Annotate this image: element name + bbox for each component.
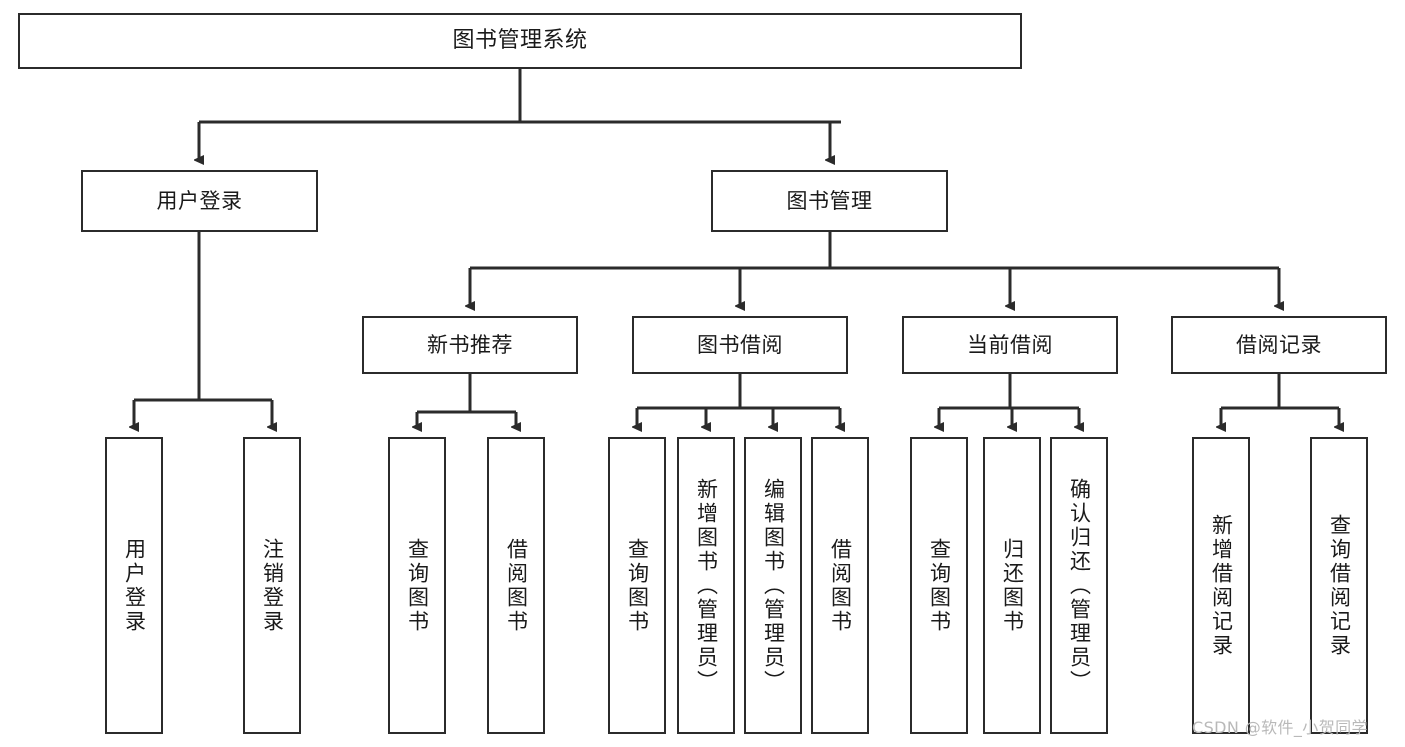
node-login[interactable]: 用户登录 <box>81 170 318 232</box>
node-label: 借阅图书 <box>828 537 853 634</box>
node-bookmgmt[interactable]: 图书管理 <box>711 170 948 232</box>
node-leaf-nb-borrow[interactable]: 借阅图书 <box>487 437 545 734</box>
node-label: 图书管理 <box>786 188 873 213</box>
node-records[interactable]: 借阅记录 <box>1171 316 1387 374</box>
node-root[interactable]: 图书管理系统 <box>18 13 1022 69</box>
node-leaf-cur-query[interactable]: 查询图书 <box>910 437 968 734</box>
node-leaf-cur-confirm[interactable]: 确认归还（管理员） <box>1050 437 1108 734</box>
node-label: 图书借阅 <box>697 332 783 357</box>
node-label: 用户登录 <box>156 188 243 213</box>
node-label: 当前借阅 <box>967 332 1053 357</box>
node-label: 归还图书 <box>1000 537 1025 634</box>
node-leaf-bw-add[interactable]: 新增图书（管理员） <box>677 437 735 734</box>
node-label: 借阅图书 <box>504 537 529 634</box>
node-label: 新书推荐 <box>427 332 513 357</box>
node-newbook[interactable]: 新书推荐 <box>362 316 578 374</box>
node-label: 新增图书（管理员） <box>694 477 719 694</box>
node-leaf-rec-add[interactable]: 新增借阅记录 <box>1192 437 1250 734</box>
node-label: 查询图书 <box>927 537 952 634</box>
node-label: 注销登录 <box>260 537 285 634</box>
node-borrow[interactable]: 图书借阅 <box>632 316 848 374</box>
node-label: 查询借阅记录 <box>1327 513 1352 658</box>
node-leaf-user-logout[interactable]: 注销登录 <box>243 437 301 734</box>
node-label: 图书管理系统 <box>452 28 588 54</box>
node-leaf-bw-query[interactable]: 查询图书 <box>608 437 666 734</box>
node-leaf-cur-return[interactable]: 归还图书 <box>983 437 1041 734</box>
node-label: 借阅记录 <box>1236 332 1322 357</box>
node-label: 确认归还（管理员） <box>1067 477 1092 694</box>
node-label: 用户登录 <box>122 537 147 634</box>
node-leaf-bw-lend[interactable]: 借阅图书 <box>811 437 869 734</box>
node-label: 查询图书 <box>625 537 650 634</box>
node-leaf-rec-query[interactable]: 查询借阅记录 <box>1310 437 1368 734</box>
watermark-text: CSDN @软件_小贺同学 <box>1192 718 1368 737</box>
node-label: 编辑图书（管理员） <box>761 477 786 694</box>
node-current[interactable]: 当前借阅 <box>902 316 1118 374</box>
node-label: 新增借阅记录 <box>1209 513 1234 658</box>
node-leaf-user-login[interactable]: 用户登录 <box>105 437 163 734</box>
node-leaf-nb-query[interactable]: 查询图书 <box>388 437 446 734</box>
node-label: 查询图书 <box>405 537 430 634</box>
node-leaf-bw-edit[interactable]: 编辑图书（管理员） <box>744 437 802 734</box>
